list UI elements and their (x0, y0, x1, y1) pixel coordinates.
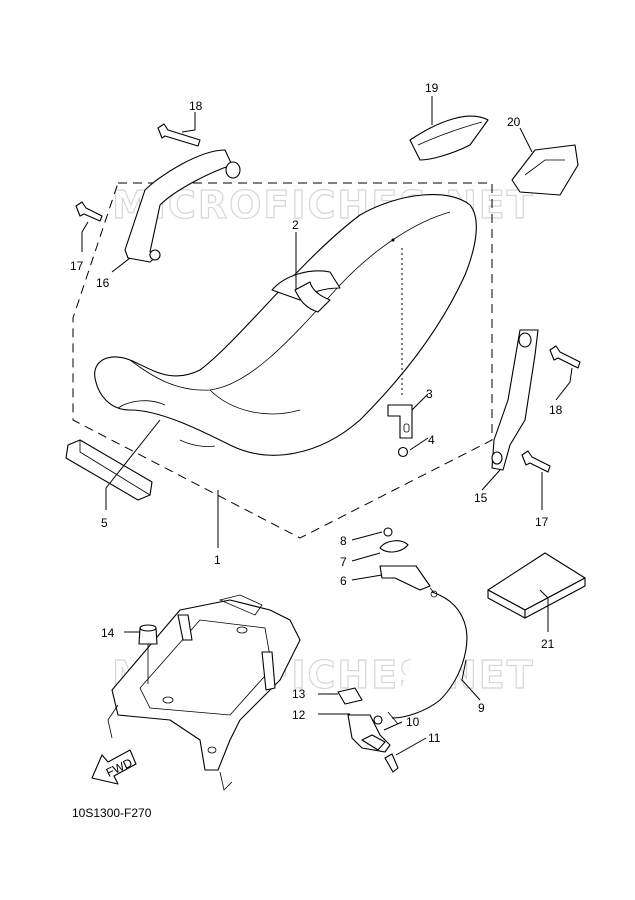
callout-14: 14 (101, 626, 115, 640)
bolt-18-left (157, 123, 201, 147)
diagram-code: 10S1300-F270 (72, 806, 152, 820)
callout-5: 5 (101, 516, 108, 530)
callout-3: 3 (426, 387, 433, 401)
seat-hook-bracket (387, 404, 413, 439)
bracket-20 (511, 144, 579, 196)
callout-19: 19 (425, 81, 439, 95)
grab-bar-left (124, 149, 241, 263)
callout-4: 4 (428, 433, 435, 447)
callout-12: 12 (292, 708, 306, 722)
grab-bar-right (491, 329, 539, 471)
damper-strip (65, 439, 153, 501)
owners-manual (487, 552, 586, 619)
cover-19 (409, 115, 489, 161)
callout-18b: 18 (549, 403, 563, 417)
bolt-17-left (75, 201, 103, 222)
callout-7: 7 (340, 555, 347, 569)
callout-20: 20 (507, 115, 521, 129)
fwd-label: FWD (104, 755, 135, 779)
callout-2: 2 (292, 218, 299, 232)
forward-arrow: FWD (91, 749, 137, 785)
callout-17b: 17 (535, 515, 549, 529)
bolt-17-right (521, 450, 551, 473)
callout-16: 16 (96, 276, 110, 290)
callouts: 18 17 16 2 3 4 5 1 8 7 6 9 21 13 12 10 1… (70, 81, 563, 745)
callout-8: 8 (340, 534, 347, 548)
callout-6: 6 (340, 574, 347, 588)
callout-13: 13 (292, 687, 306, 701)
seat-lock-assembly (379, 527, 441, 601)
callout-15: 15 (474, 491, 488, 505)
seat-strap (271, 270, 341, 313)
nut-4 (397, 446, 409, 458)
callout-21: 21 (541, 637, 555, 651)
seat (94, 193, 477, 456)
callout-1: 1 (214, 553, 221, 567)
seat-frame-bracket (107, 594, 301, 791)
leader-lines (81, 96, 573, 756)
callout-11: 11 (428, 731, 441, 745)
bolt-18-right (549, 345, 581, 369)
seat-assembly-outline (72, 182, 493, 539)
lock-lever-assembly (337, 687, 399, 773)
callout-18a: 18 (189, 99, 203, 113)
callout-10: 10 (406, 715, 420, 729)
rubber-damper (138, 624, 158, 684)
seat-lock-cable (387, 590, 468, 725)
callout-9: 9 (478, 701, 485, 715)
callout-17a: 17 (70, 259, 84, 273)
